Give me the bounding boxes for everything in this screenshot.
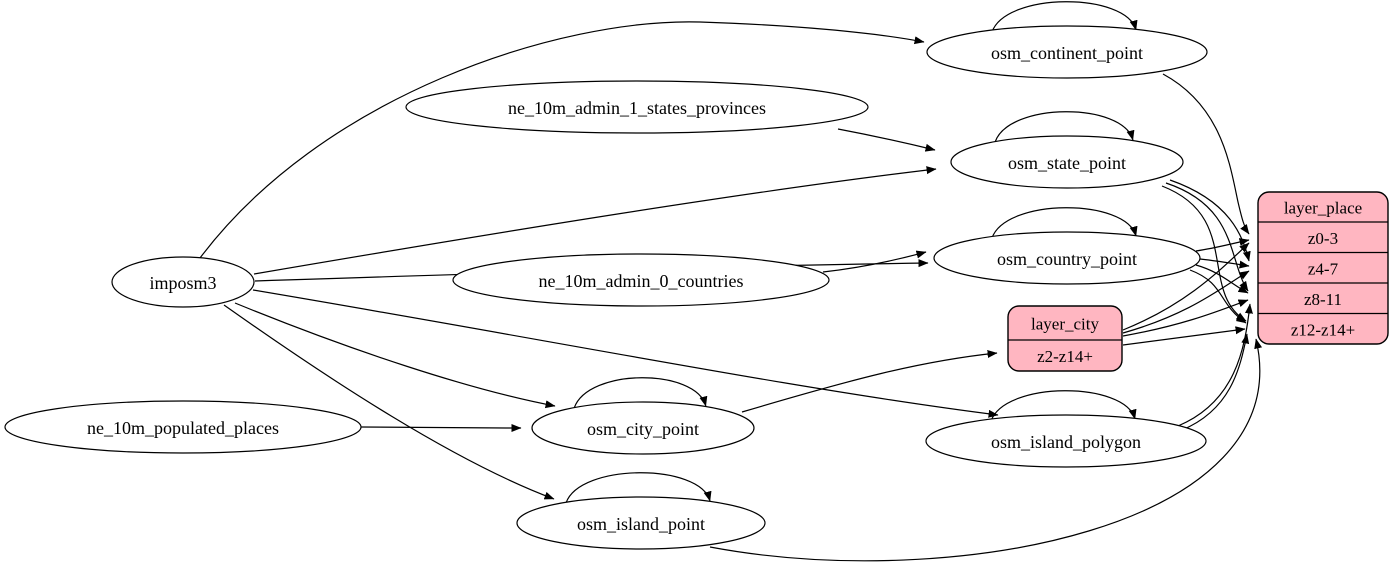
edge-layer_city-layer_place-z4-7 [1122, 270, 1250, 334]
edge-osm_city_point-osm_city_point-self [573, 377, 708, 409]
table-node-osm_country_point: osm_country_point [933, 231, 1201, 285]
edge-ne_10m_populated_places-osm_city_point [360, 423, 522, 432]
edge-osm_country_point-layer_place-z0-3 [1195, 238, 1250, 252]
table-ellipse-ne_10m_populated_places [4, 400, 362, 454]
table-label-osm_country_point: osm_country_point [997, 249, 1137, 269]
edge-layer_city-layer_place-z8-11 [1122, 299, 1249, 337]
edge-osm_island_point-layer_place-z12-z14+ [709, 338, 1263, 562]
edge-imposm3-osm_island_polygon [252, 289, 999, 418]
edge-ne_10m_admin_1_states_provinces-osm_state_point [837, 128, 936, 152]
table-label-osm_city_point: osm_city_point [587, 419, 699, 439]
table-label-osm_island_point: osm_island_point [577, 514, 705, 534]
table-node-osm_state_point: osm_state_point [950, 135, 1184, 189]
edge-osm_state_point-layer_place-z8-11 [1165, 182, 1249, 292]
edge-osm_continent_point-layer_place-z0-3 [1162, 73, 1250, 235]
edge-imposm3-osm_city_point [234, 302, 556, 409]
edge-osm_island_polygon-layer_place-z12-z14+ [1181, 333, 1250, 431]
table-node-imposm3: imposm3 [111, 256, 255, 308]
edge-layer [196, 1, 1263, 562]
edge-layer_city-layer_place-z0-3 [1122, 242, 1250, 331]
edge-osm_country_point-layer_place-z12-z14+ [1189, 269, 1247, 324]
edge-osm_state_point-layer_place-z12-z14+ [1161, 185, 1247, 322]
table-label-ne_10m_admin_1_states_provinces: ne_10m_admin_1_states_provinces [508, 98, 766, 118]
edge-layer_city-layer_place-z12-z14+ [1122, 326, 1246, 346]
table-node-osm_city_point: osm_city_point [531, 401, 755, 455]
table-node-ne_10m_admin_1_states_provinces: ne_10m_admin_1_states_provinces [405, 80, 869, 134]
table-ellipse-osm_country_point [933, 231, 1201, 285]
table-ellipse-osm_continent_point [926, 25, 1208, 79]
table-label-osm_island_polygon: osm_island_polygon [991, 432, 1141, 452]
edge-ne_10m_admin_0_countries-osm_country_point [822, 250, 927, 273]
record-row-layer_city-z2-z14+: z2-z14+ [1037, 347, 1093, 366]
table-ellipse-ne_10m_admin_0_countries [452, 253, 830, 307]
record-node-layer_city: layer_city z2-z14+ [1007, 305, 1123, 372]
table-label-osm_state_point: osm_state_point [1008, 153, 1126, 173]
table-label-osm_continent_point: osm_continent_point [991, 43, 1143, 63]
edge-osm_country_point-layer_place-z8-11 [1195, 264, 1249, 294]
edge-osm_island_polygon-layer_place-z8-11 [1177, 303, 1253, 427]
record-row-layer_place-z12-z14+: z12-z14+ [1291, 320, 1355, 339]
table-label-imposm3: imposm3 [149, 273, 216, 293]
table-node-ne_10m_populated_places: ne_10m_populated_places [4, 400, 362, 454]
table-ellipse-imposm3 [111, 256, 255, 308]
table-ellipse-osm_island_point [516, 496, 766, 550]
table-node-osm_island_point: osm_island_point [516, 496, 766, 550]
record-node-layer_place: layer_place z0-3 z4-7 z8-11 z12-z14+ [1257, 191, 1389, 345]
edge-osm_continent_point-osm_continent_point-self [991, 1, 1138, 33]
table-node-osm_continent_point: osm_continent_point [926, 25, 1208, 79]
edge-imposm3-osm_continent_point [196, 21, 925, 263]
table-label-ne_10m_populated_places: ne_10m_populated_places [87, 418, 279, 438]
edge-osm_country_point-osm_country_point-self [991, 207, 1138, 239]
record-row-layer_place-z8-11: z8-11 [1304, 290, 1342, 309]
table-node-ne_10m_admin_0_countries: ne_10m_admin_0_countries [452, 253, 830, 307]
edge-osm_island_point-osm_island_point-self [565, 472, 712, 504]
edge-imposm3-osm_state_point [253, 166, 937, 275]
edge-osm_city_point-layer_city-z2-z14+ [741, 350, 998, 413]
table-ellipse-ne_10m_admin_1_states_provinces [405, 80, 869, 134]
edge-osm_island_polygon-osm_island_polygon-self [990, 390, 1137, 422]
record-box-layer_place [1257, 191, 1389, 345]
table-ellipse-osm_island_polygon [925, 414, 1207, 468]
record-box-layer_city [1007, 305, 1123, 372]
table-ellipse-osm_city_point [531, 401, 755, 455]
table-node-osm_island_polygon: osm_island_polygon [925, 414, 1207, 468]
record-title-layer_place: layer_place [1284, 199, 1362, 218]
table-ellipse-osm_state_point [950, 135, 1184, 189]
edge-osm_country_point-layer_place-z4-7 [1199, 258, 1250, 269]
edge-imposm3-osm_island_point [223, 304, 555, 500]
table-label-ne_10m_admin_0_countries: ne_10m_admin_0_countries [539, 271, 744, 291]
record-row-layer_place-z0-3: z0-3 [1308, 229, 1338, 248]
record-row-layer_place-z4-7: z4-7 [1308, 259, 1339, 278]
edge-osm_state_point-osm_state_point-self [994, 111, 1135, 143]
record-title-layer_city: layer_city [1031, 315, 1099, 334]
